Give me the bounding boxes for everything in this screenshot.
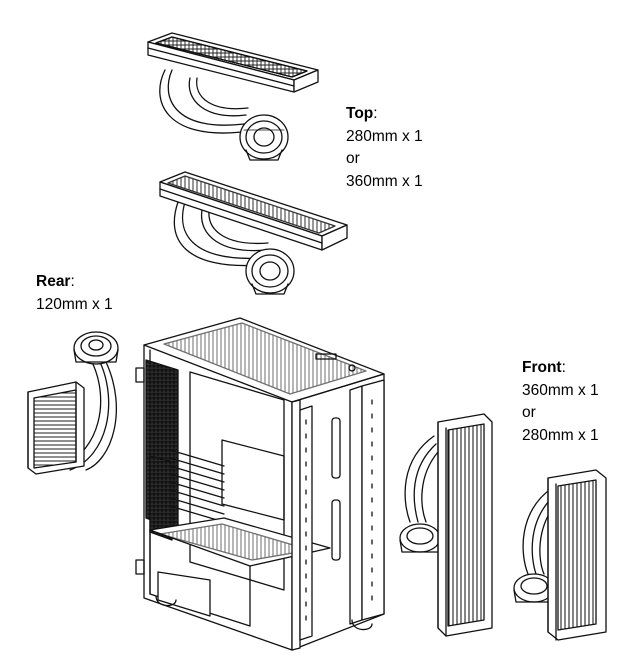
top-radiator-label: Top: 280mm x 1 or 360mm x 1 [346,103,423,193]
top-option-2: 360mm x 1 [346,172,423,190]
rear-radiator-120mm [28,332,118,474]
top-radiator-360mm [160,172,347,294]
front-option-1: 360mm x 1 [522,381,599,399]
front-radiator-360mm [400,414,492,636]
rear-radiator-label: Rear: 120mm x 1 [36,271,113,316]
front-or: or [522,404,536,421]
top-or: or [346,150,360,167]
front-radiator-label: Front: 360mm x 1 or 280mm x 1 [522,357,599,447]
front-radiator-280mm [514,470,606,640]
expansion-slots [170,450,224,522]
rear-option-1: 120mm x 1 [36,295,113,313]
top-option-1: 280mm x 1 [346,127,423,145]
top-pump-head-1 [240,115,288,160]
top-pump-head-2 [246,249,294,294]
top-radiator-280mm [148,33,318,160]
pc-case [136,318,384,650]
top-heading: Top [346,105,374,122]
front-heading: Front [522,359,562,376]
rear-pump-head [74,332,118,364]
front-option-2: 280mm x 1 [522,426,599,444]
front-pump-head-1 [400,524,440,552]
rear-heading: Rear [36,273,71,290]
